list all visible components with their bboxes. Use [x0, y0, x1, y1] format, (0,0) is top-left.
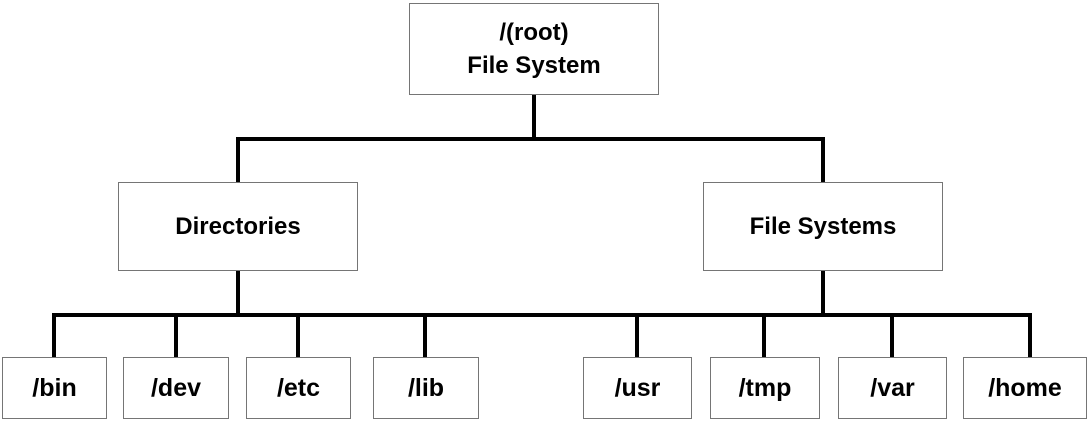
var-label: /var — [870, 373, 915, 402]
node-directories: Directories — [118, 182, 358, 271]
bin-label: /bin — [32, 373, 77, 402]
directories-label: Directories — [175, 212, 301, 240]
node-var: /var — [838, 357, 947, 419]
node-tmp: /tmp — [710, 357, 820, 419]
node-etc: /etc — [246, 357, 351, 419]
node-dev: /dev — [123, 357, 229, 419]
connector-stub-home — [1028, 315, 1032, 358]
node-file-systems: File Systems — [703, 182, 943, 271]
connector-stub-tmp — [762, 315, 766, 358]
connector-level2-bus — [52, 313, 1032, 317]
lib-label: /lib — [407, 373, 445, 402]
etc-label: /etc — [276, 373, 321, 402]
usr-label: /usr — [614, 373, 661, 402]
connector-stub-etc — [296, 315, 300, 358]
node-bin: /bin — [2, 357, 107, 419]
file-systems-label: File Systems — [749, 212, 897, 240]
connector-root-drop — [532, 94, 536, 141]
connector-stub-lib — [423, 315, 427, 358]
node-root-file-system: /(root) File System — [409, 3, 659, 95]
node-lib: /lib — [373, 357, 479, 419]
connector-stub-usr — [635, 315, 639, 358]
tmp-label: /tmp — [738, 373, 792, 402]
node-home: /home — [963, 357, 1087, 419]
node-usr: /usr — [583, 357, 692, 419]
connector-directories-down — [236, 139, 240, 182]
connector-stub-bin — [52, 315, 56, 358]
connector-filesystems-down — [821, 139, 825, 182]
connector-stub-var — [890, 315, 894, 358]
connector-stub-dev — [174, 315, 178, 358]
home-label: /home — [988, 373, 1062, 402]
root-label-line1: /(root) — [499, 19, 569, 46]
dev-label: /dev — [150, 373, 202, 402]
connector-directories-drop — [236, 270, 240, 317]
connector-filesystems-drop — [821, 270, 825, 317]
connector-level1-bus — [236, 137, 825, 141]
root-node-label: /(root) File System — [467, 16, 600, 82]
root-label-line2: File System — [467, 52, 601, 79]
